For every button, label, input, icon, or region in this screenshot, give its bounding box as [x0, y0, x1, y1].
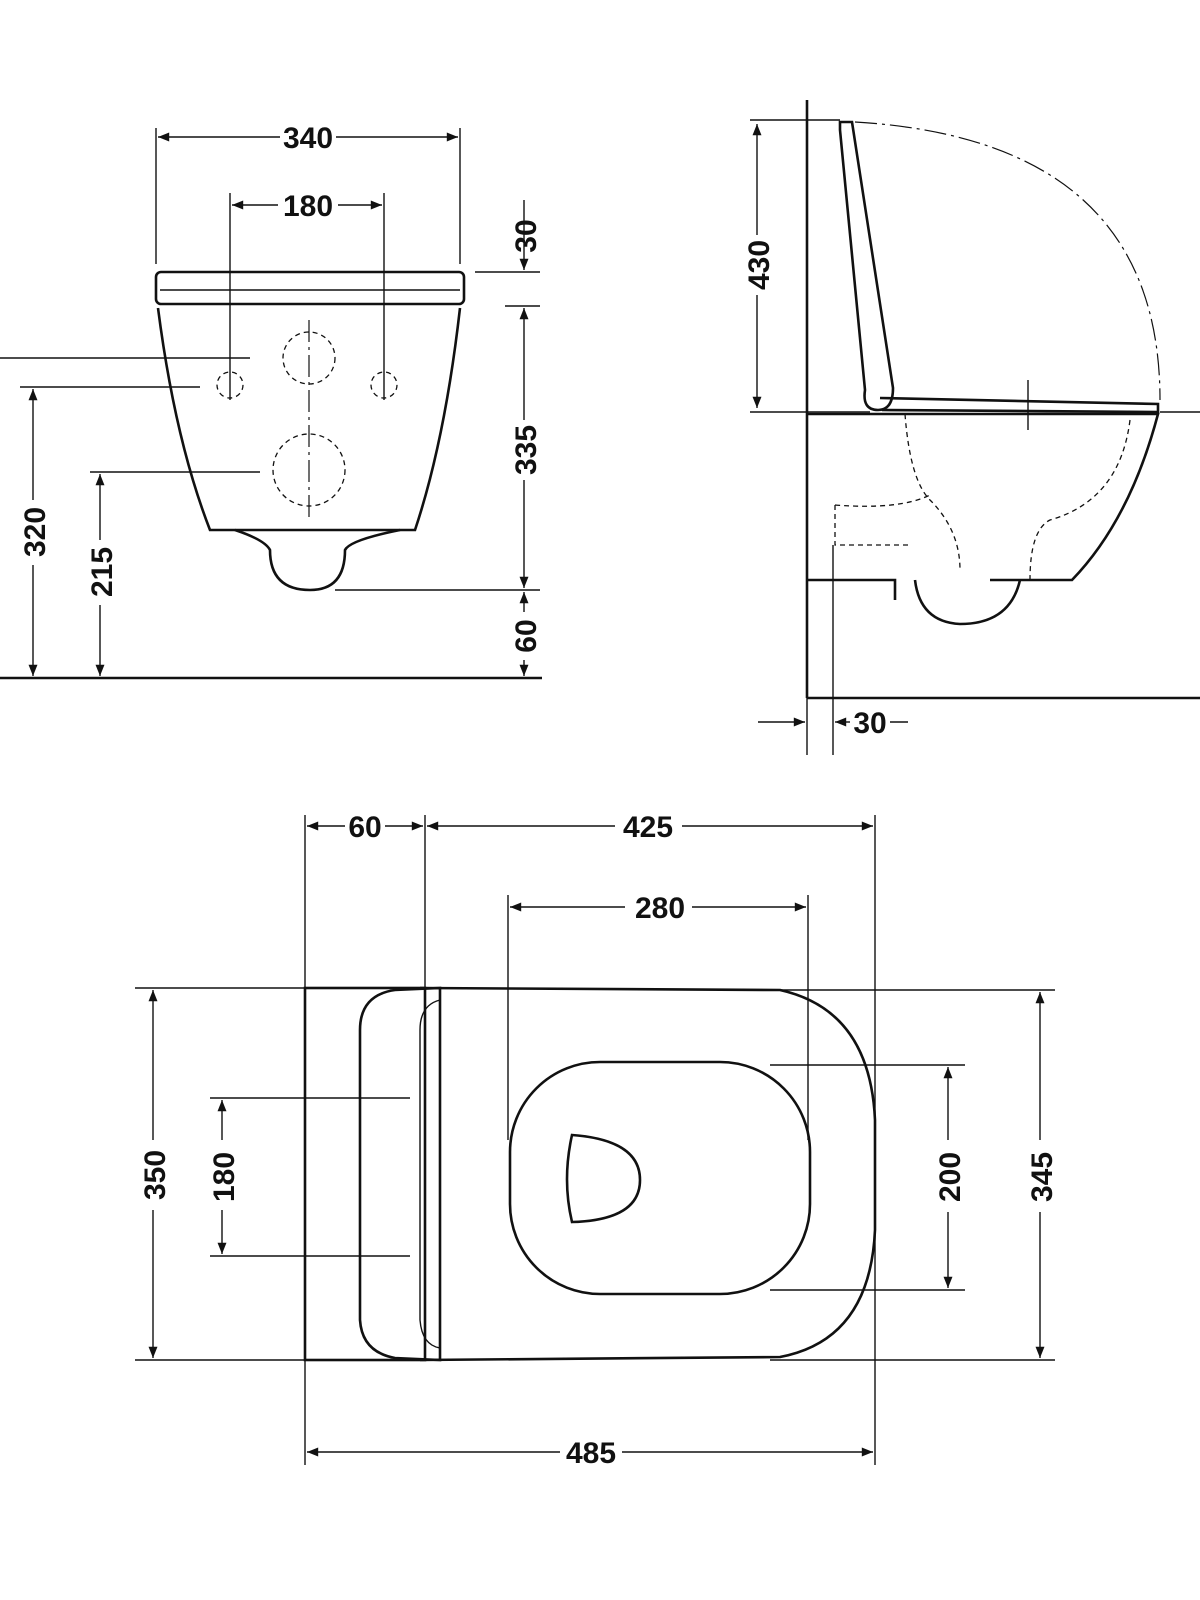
- dim-200: 200: [934, 1152, 967, 1202]
- dim-340: 340: [283, 122, 333, 155]
- dim-30: 30: [510, 219, 543, 252]
- dim-215: 215: [86, 547, 119, 597]
- top-view: 60 425 280 350 180 200 345 485: [135, 811, 1059, 1470]
- side-view: 430 30: [743, 100, 1200, 755]
- dim-335: 335: [510, 425, 543, 475]
- dim-280: 280: [635, 892, 685, 925]
- dim-30-wall: 30: [853, 707, 886, 740]
- dim-180: 180: [283, 190, 333, 223]
- dim-320: 320: [19, 507, 52, 557]
- dim-425: 425: [623, 811, 673, 844]
- dim-345: 345: [1026, 1152, 1059, 1202]
- front-view: 340 180 30 335 60 320 215: [0, 122, 543, 680]
- dim-350: 350: [139, 1150, 172, 1200]
- dim-60: 60: [510, 619, 543, 652]
- dim-180-fixing: 180: [208, 1152, 241, 1202]
- dim-485: 485: [566, 1437, 616, 1470]
- dim-430: 430: [743, 240, 776, 290]
- dim-60-carrier: 60: [348, 811, 381, 844]
